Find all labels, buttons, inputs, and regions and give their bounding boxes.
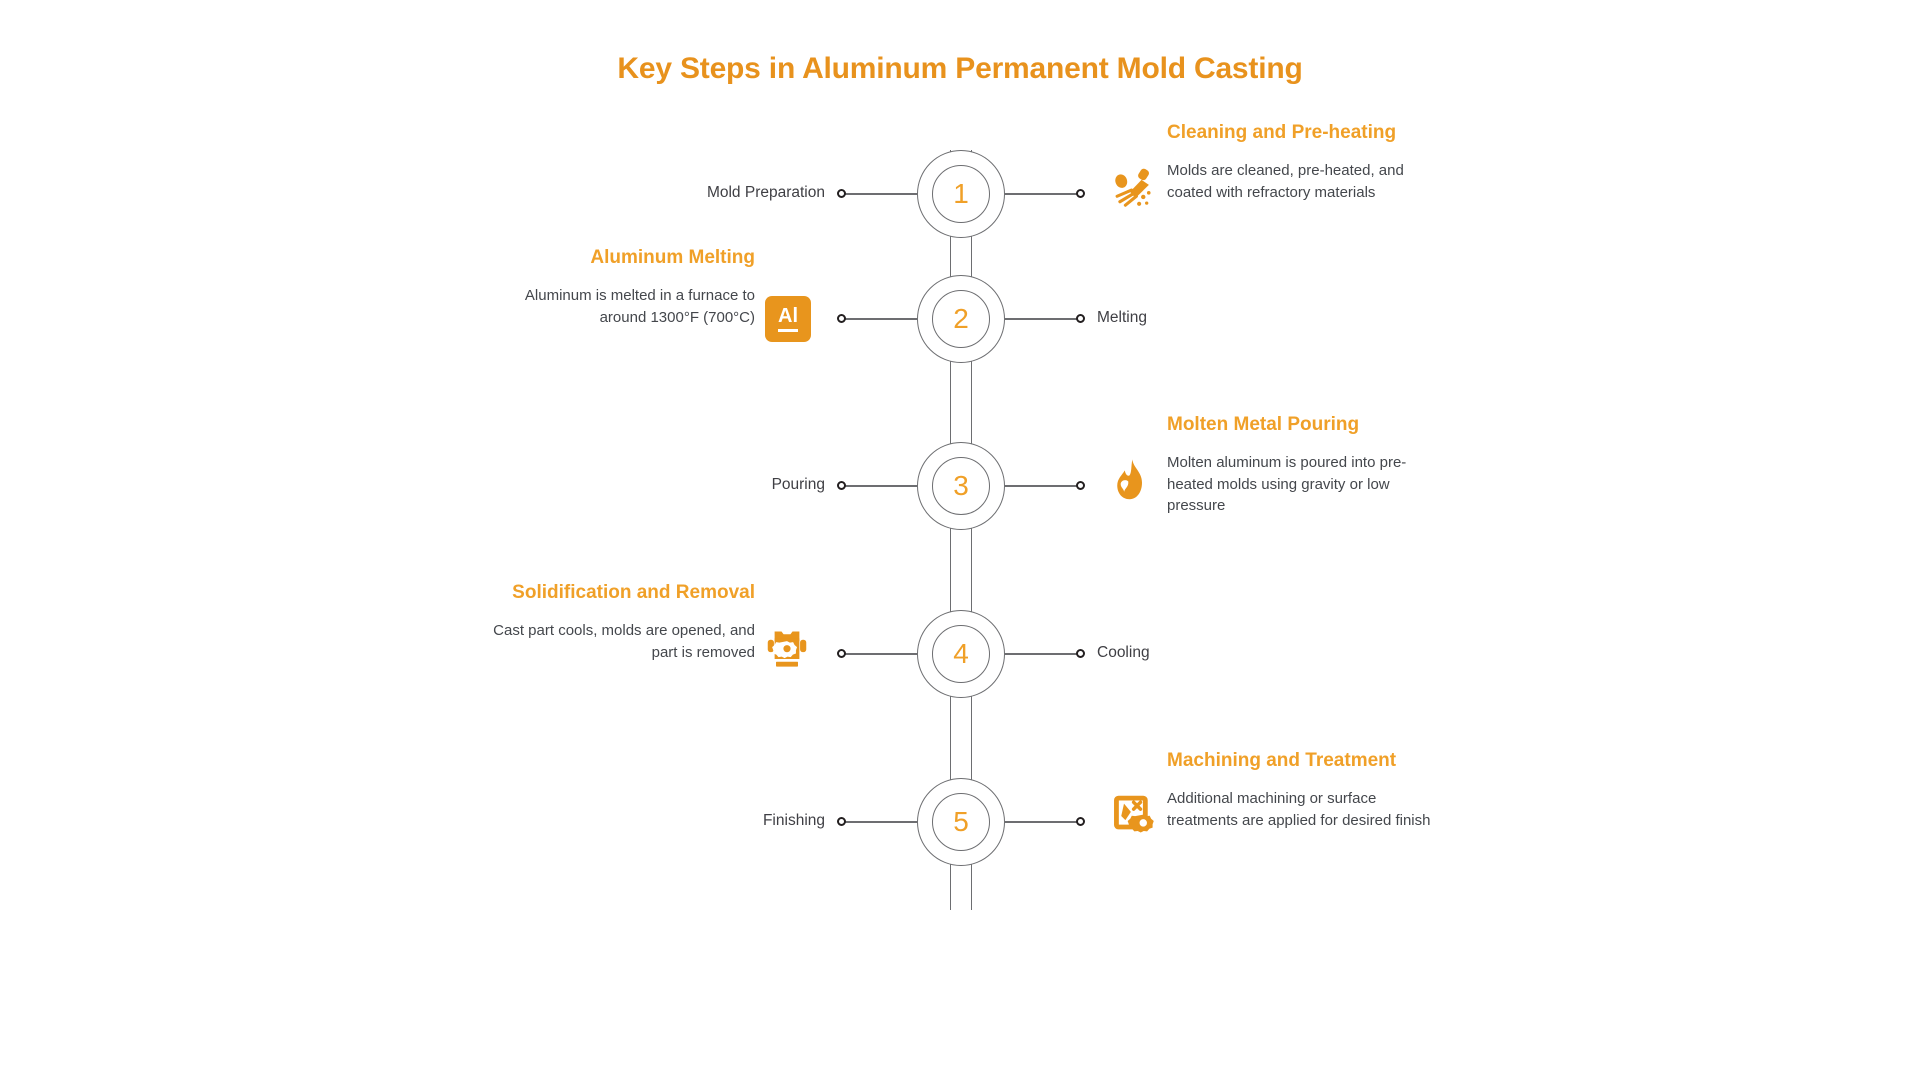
step-number: 2 [953,303,969,334]
connector-dot-right [1076,649,1085,658]
step-detail-block: Molten Metal Pouring Molten aluminum is … [1167,414,1439,516]
step-heading: Solidification and Removal [512,582,755,603]
step-mini-label: Finishing [762,812,825,829]
broom-sweeping-icon [1113,166,1157,210]
connector-arm-right [1005,193,1080,195]
connector-dot-left [837,481,846,490]
step-mini-label: Cooling [1097,644,1150,661]
step-heading: Cleaning and Pre-heating [1167,122,1397,143]
connector-arm-left [842,653,917,655]
step-number: 1 [953,178,969,209]
connector-arm-right [1005,653,1080,655]
step-node-3[interactable]: 3 Pouring Molten Metal Pouring Molten al… [772,414,1406,530]
connector-dot-left [837,649,846,658]
connector-arm-right [1005,821,1080,823]
connector-dot-right [1076,817,1085,826]
step-node-2[interactable]: 2 Melting Al Aluminum Melting Aluminum i… [525,247,1147,363]
step-detail-block: Cleaning and Pre-heating Molds are clean… [1167,122,1439,203]
connector-dot-right [1076,481,1085,490]
connector-arm-right [1005,485,1080,487]
step-ring-inner [932,793,990,851]
step-number: 4 [953,638,969,669]
step-ring-inner [932,457,990,515]
connector-dot-right [1076,314,1085,323]
connector-arm-left [842,193,917,195]
spine-rail-left [950,150,951,910]
step-node-5[interactable]: 5 Finishing Machining and Treatment Addi… [763,750,1430,866]
aluminum-al-badge-icon: Al [765,296,811,342]
spine-rail-right [971,150,972,910]
step-body: Aluminum is melted in a furnace to aroun… [524,287,755,326]
connector-dot-left [837,817,846,826]
flame-icon [1113,458,1149,502]
step-ring-inner [932,165,990,223]
connector-dot-left [837,189,846,198]
connector-arm-right [1005,318,1080,320]
connector-dot-left [837,314,846,323]
step-node-4[interactable]: 4 Cooling Solidification and Removal Cas… [493,582,1150,698]
step-heading: Machining and Treatment [1167,750,1397,771]
step-body: Molten aluminum is poured into pre-heate… [1167,454,1407,514]
step-heading: Molten Metal Pouring [1167,414,1360,435]
step-mini-label: Mold Preparation [706,184,825,201]
step-body: Cast part cools, molds are opened, and p… [493,622,755,661]
timeline-spine [950,150,972,910]
step-heading: Aluminum Melting [590,247,755,268]
step-detail-block: Machining and Treatment Additional machi… [1167,750,1439,831]
step-node-1[interactable]: 1 Mold Preparation Cleaning and Pre-heat… [707,122,1404,238]
step-number: 3 [953,470,969,501]
connector-arm-left [842,821,917,823]
step-number: 5 [953,806,969,837]
page-title: Key Steps in Aluminum Permanent Mold Cas… [617,52,1303,85]
step-body: Additional machining or surface treatmen… [1167,790,1431,829]
connector-arm-left [842,318,917,320]
machining-frame-gear-icon [1113,794,1157,838]
step-body: Molds are cleaned, pre-heated, and coate… [1167,162,1404,201]
connector-arm-left [842,485,917,487]
step-mini-label: Pouring [771,476,825,493]
step-ring-inner [932,625,990,683]
connector-dot-right [1076,189,1085,198]
step-detail-block: Aluminum Melting Aluminum is melted in a… [483,247,755,328]
step-detail-block: Solidification and Removal Cast part coo… [483,582,755,663]
casting-machine-gear-icon [765,626,809,670]
step-ring-inner [932,290,990,348]
al-symbol-text: Al [778,306,798,332]
step-mini-label: Melting [1097,309,1147,326]
